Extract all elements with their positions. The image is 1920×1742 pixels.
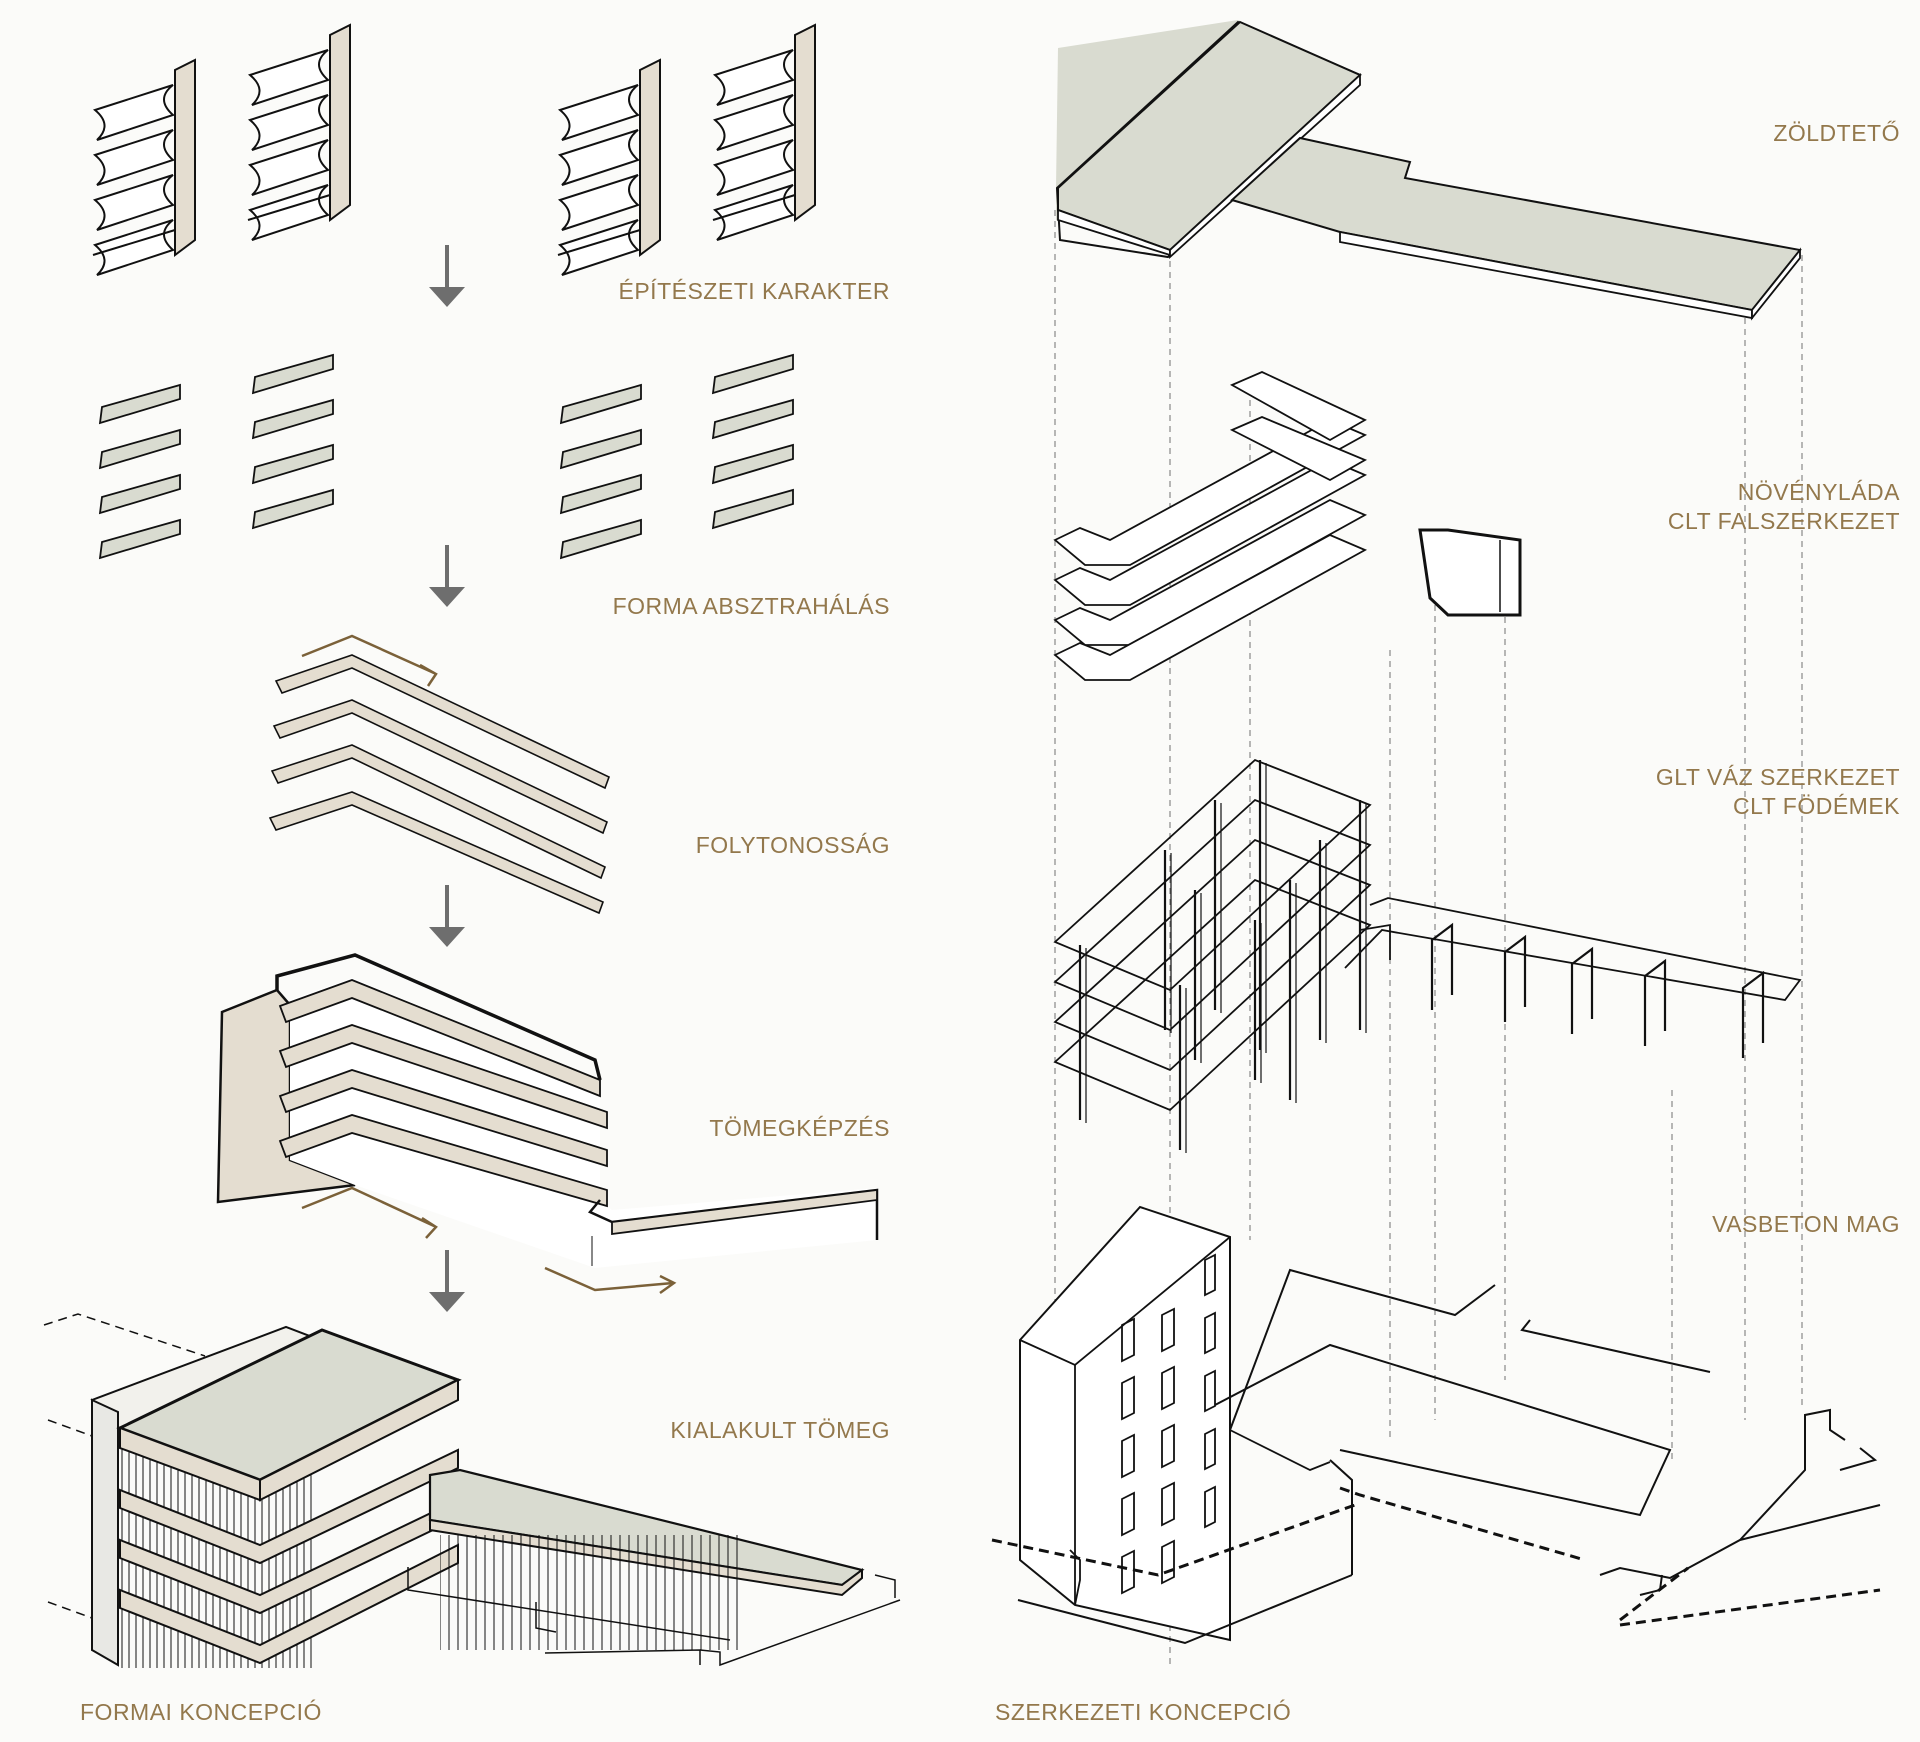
abstract-slab — [711, 398, 794, 440]
label-glt-frame: GLT VÁZ SZERKEZET — [1655, 764, 1900, 790]
abstract-slab — [98, 473, 181, 515]
abstract-slab — [98, 383, 181, 425]
flow-arrow-icon — [301, 634, 677, 1295]
abstract-slab — [711, 488, 794, 530]
abstract-slab — [711, 353, 794, 395]
abstract-slab — [251, 353, 334, 395]
abstract-slab — [559, 428, 642, 470]
glt-frame-layer — [1053, 758, 1802, 1153]
shutter-panels-illustration — [92, 23, 816, 276]
label-concrete-core: VASBETON MAG — [1712, 1211, 1900, 1237]
massing-illustration — [216, 953, 879, 1268]
label-continuity: FOLYTONOSSÁG — [695, 832, 890, 858]
abstracted-slabs-illustration — [98, 353, 794, 560]
down-arrow-icon — [429, 245, 465, 1312]
abstract-slab — [98, 428, 181, 470]
shutter-panel — [92, 58, 196, 276]
label-resulting-mass: KIALAKULT TÖMEG — [670, 1417, 890, 1443]
shutter-panel — [557, 58, 661, 276]
green-roof-layer — [1055, 20, 1802, 321]
resulting-mass-illustration — [43, 1313, 901, 1668]
shutter-panel — [247, 23, 351, 241]
abstract-slab — [559, 473, 642, 515]
abstract-slab — [251, 398, 334, 440]
planter-box-layer — [1053, 371, 1522, 681]
continuity-bands-illustration — [268, 654, 611, 915]
concrete-core-layer — [991, 1205, 1881, 1645]
label-planter-box: NÖVÉNYLÁDA — [1737, 479, 1900, 505]
label-clt-wall: CLT FALSZERKEZET — [1667, 508, 1900, 534]
caption-structural-concept: SZERKEZETI KONCEPCIÓ — [995, 1699, 1292, 1725]
caption-formal-concept: FORMAI KONCEPCIÓ — [80, 1699, 322, 1725]
abstract-slab — [711, 443, 794, 485]
abstract-slab — [251, 443, 334, 485]
label-massing: TÖMEGKÉPZÉS — [709, 1115, 890, 1141]
label-architectural-character: ÉPÍTÉSZETI KARAKTER — [618, 278, 890, 304]
label-form-abstraction: FORMA ABSZTRAHÁLÁS — [612, 593, 890, 619]
abstract-slab — [559, 518, 642, 560]
label-clt-slabs: CLT FÖDÉMEK — [1733, 793, 1900, 819]
abstract-slab — [251, 488, 334, 530]
label-green-roof: ZÖLDTETŐ — [1773, 120, 1900, 146]
abstract-slab — [98, 518, 181, 560]
shutter-panel — [712, 23, 816, 241]
abstract-slab — [559, 383, 642, 425]
